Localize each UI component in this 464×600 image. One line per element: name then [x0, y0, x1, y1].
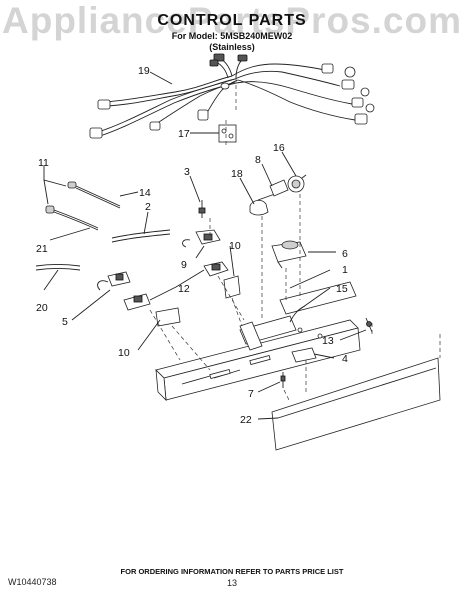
callout-21: 21: [36, 243, 48, 255]
callout-17: 17: [178, 128, 190, 140]
assembly-lines: [149, 78, 441, 403]
trim-strip-22: [271, 357, 441, 451]
callout-11: 11: [38, 157, 49, 169]
callout-8: 8: [255, 154, 261, 166]
label-10-upper: [223, 275, 241, 299]
callout-15: 15: [336, 283, 348, 295]
callout-3: 3: [184, 166, 190, 178]
screw-13: [365, 317, 373, 333]
control-housing: [155, 281, 361, 402]
switch-5: [97, 271, 131, 291]
tube-2: [111, 229, 171, 243]
callout-12: 12: [178, 283, 190, 295]
callout-7: 7: [248, 388, 254, 400]
callout-6: 6: [342, 248, 348, 260]
callout-2: 2: [145, 201, 151, 213]
part-16: [287, 174, 307, 193]
callout-18: 18: [231, 168, 243, 180]
callout-16: 16: [273, 142, 285, 154]
switch-12-lower: [123, 293, 151, 311]
callout-13: 13: [322, 335, 334, 347]
clip-4: [291, 347, 317, 363]
leader-lines: [43, 71, 367, 420]
part-8: [269, 179, 289, 197]
callout-19: 19: [138, 65, 150, 77]
callout-10-lower: 10: [118, 347, 130, 359]
document-number: W10440738: [8, 577, 57, 587]
sensor-upper: [67, 181, 121, 209]
model-subtitle: For Model: 5MSB240MEW02: [171, 31, 293, 41]
callout-numbers: 19 17 11 14 3 8 16 18 2 21 10 9 6 1 12 1…: [36, 65, 348, 426]
callout-9: 9: [181, 259, 187, 271]
switch-9: [182, 229, 221, 248]
screw-7: [280, 372, 286, 388]
tube-20: [35, 264, 81, 271]
part-17-plate: [218, 124, 237, 143]
callout-22: 22: [240, 414, 252, 426]
switch-12-upper: [203, 261, 229, 277]
lamp-socket-18: [249, 193, 276, 216]
callout-10-upper: 10: [229, 240, 241, 252]
ordering-note: FOR ORDERING INFORMATION REFER TO PARTS …: [120, 567, 344, 576]
callout-1: 1: [342, 264, 348, 276]
page-number: 13: [226, 578, 237, 588]
callout-20: 20: [36, 302, 48, 314]
finish-subtitle: (Stainless): [209, 42, 255, 52]
label-10-lower: [155, 307, 181, 327]
wire-harness: [89, 53, 375, 139]
screw-3: [198, 200, 206, 218]
callout-4: 4: [342, 353, 348, 365]
callout-5: 5: [62, 316, 68, 328]
thermostat-6: [271, 240, 307, 269]
page-title: CONTROL PARTS: [157, 12, 307, 29]
sensor-lower: [45, 205, 99, 231]
callout-14: 14: [139, 187, 151, 199]
